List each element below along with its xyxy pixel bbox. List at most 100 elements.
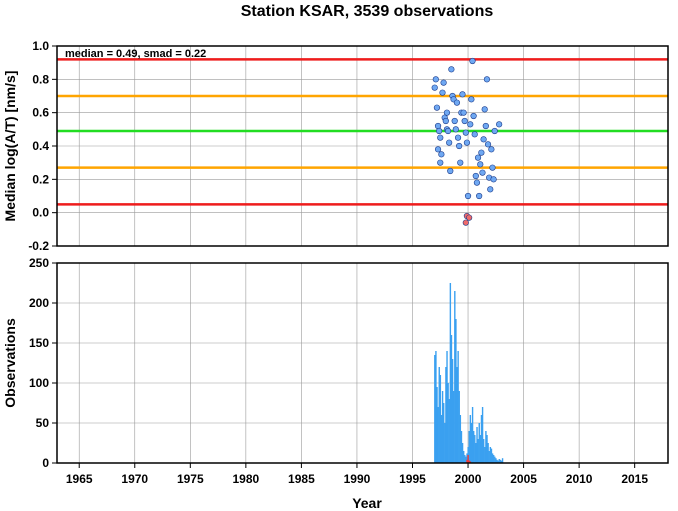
x-tick-label: 1970 xyxy=(121,472,148,486)
scatter-point xyxy=(440,79,447,86)
histogram-bar xyxy=(471,407,474,463)
histogram-bar xyxy=(476,427,478,463)
scatter-point xyxy=(443,109,451,116)
x-tick-label: 1995 xyxy=(399,472,426,486)
scatter-point xyxy=(491,127,498,135)
histogram-grid xyxy=(57,262,668,464)
histogram-bar xyxy=(481,407,484,463)
y-tick-label: -0.2 xyxy=(28,239,49,253)
histogram-bar xyxy=(465,456,467,463)
scatter-point xyxy=(434,122,442,130)
x-tick-label: 2000 xyxy=(455,472,482,486)
scatter-point xyxy=(488,146,495,153)
scatter-point xyxy=(442,117,449,125)
scatter-point xyxy=(479,169,486,176)
scatter-point xyxy=(457,159,464,166)
histogram-bar xyxy=(448,399,450,463)
histogram-bar xyxy=(488,451,490,463)
histogram-bar xyxy=(435,351,437,463)
y-tick-label: 0 xyxy=(42,456,49,470)
y-tick-label: 0.6 xyxy=(32,106,49,120)
x-tick-label: 2010 xyxy=(566,472,593,486)
scatter-point xyxy=(496,121,503,128)
histogram-bar xyxy=(462,451,465,463)
histogram-bar xyxy=(498,459,500,463)
scatter-point xyxy=(487,186,494,193)
scatter-point xyxy=(433,104,441,111)
histogram-bar xyxy=(495,458,497,463)
histogram-bar xyxy=(466,453,468,463)
x-tick-label: 1965 xyxy=(66,472,93,486)
scatter-point xyxy=(462,129,469,136)
y-tick-label: 0.2 xyxy=(32,172,49,186)
histogram-bar xyxy=(442,403,445,463)
scatter-point xyxy=(456,142,463,150)
histogram-bar xyxy=(451,359,454,463)
scatter-point xyxy=(467,121,474,128)
histogram-bar xyxy=(469,461,472,463)
scatter-point xyxy=(459,91,466,98)
y-tick-label: 0.4 xyxy=(32,139,49,153)
x-tick-label: 1980 xyxy=(233,472,260,486)
histogram-bar xyxy=(470,423,473,463)
scatter-point xyxy=(477,161,484,168)
histogram-bar xyxy=(446,351,448,463)
scatter-point xyxy=(448,66,455,73)
histogram-bar xyxy=(466,459,468,463)
histogram-bar xyxy=(484,447,486,463)
histogram-bar xyxy=(455,319,457,463)
scatter-point xyxy=(453,99,461,106)
histogram-bar xyxy=(475,443,477,463)
y-tick-label: 0.0 xyxy=(32,206,49,220)
chart-title: Station KSAR, 3539 observations xyxy=(241,3,494,20)
histogram-bar xyxy=(447,383,449,463)
histogram-bar xyxy=(434,355,436,463)
y-tick-label: 100 xyxy=(29,376,49,390)
histogram-bar xyxy=(459,415,462,463)
scatter-point xyxy=(474,154,482,161)
histogram-bar xyxy=(499,459,502,463)
scatter-y-axis-title: Median log(A/T) [nm/s] xyxy=(2,71,18,222)
histogram-bar xyxy=(472,431,475,463)
scatter-point xyxy=(436,127,443,135)
scatter-point xyxy=(452,126,459,133)
scatter-point xyxy=(434,146,442,153)
y-tick-label: 150 xyxy=(29,336,49,350)
y-tick-label: 250 xyxy=(29,256,49,270)
reference-lines xyxy=(57,58,668,206)
scatter-point xyxy=(462,219,469,226)
histogram-bar xyxy=(460,431,463,463)
histogram-bar xyxy=(441,391,444,463)
histogram-bar xyxy=(461,443,464,463)
scatter-point xyxy=(483,76,491,83)
histogram-bar xyxy=(485,431,487,463)
scatter-point xyxy=(463,139,471,146)
x-tick-label: 2015 xyxy=(621,472,648,486)
scatter-point xyxy=(471,131,478,138)
histogram-bar xyxy=(501,458,504,463)
scatter-point xyxy=(438,151,445,158)
scatter-point xyxy=(482,122,489,130)
histogram-bar xyxy=(467,455,469,463)
histogram-bar xyxy=(438,367,440,463)
scatter-panel: -0.20.00.20.40.60.81.0 median = 0.49, sm… xyxy=(2,39,669,253)
histogram-y-axis-title: Observations xyxy=(2,318,18,408)
histogram-bar xyxy=(439,375,442,463)
histogram-bar xyxy=(457,351,459,463)
scatter-point xyxy=(437,134,444,141)
histogram-bar xyxy=(477,439,479,463)
histogram-bar xyxy=(469,415,472,463)
scatter-point xyxy=(464,192,472,200)
histogram-bar xyxy=(490,448,493,463)
histogram-bar xyxy=(464,455,466,463)
scatter-point xyxy=(466,214,473,221)
histogram-bar xyxy=(444,423,446,463)
histogram-bar xyxy=(500,460,503,463)
x-tick-label: 1975 xyxy=(177,472,204,486)
scatter-point xyxy=(484,141,492,148)
scatter-point xyxy=(461,117,468,125)
histogram-bar xyxy=(468,431,470,463)
